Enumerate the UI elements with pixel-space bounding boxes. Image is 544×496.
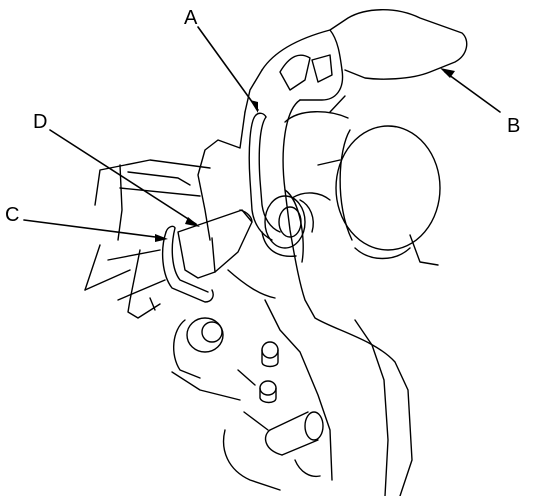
callout-label-d: D — [33, 111, 48, 133]
pedal-arm-main — [197, 99, 413, 496]
leader-c — [23, 219, 164, 239]
background-housing — [84, 159, 211, 301]
arrow-d — [185, 217, 200, 227]
bottom-cylinder — [222, 411, 324, 491]
callout-label-c: C — [5, 204, 20, 226]
arrow-c — [155, 234, 168, 242]
retaining-clip — [127, 225, 214, 319]
pivot-bushing — [261, 195, 314, 257]
background-cylinder — [284, 95, 441, 266]
callout-label-b: B — [507, 115, 521, 137]
leader-lines — [23, 26, 501, 242]
leader-a — [197, 26, 259, 111]
switch-cam — [177, 209, 253, 279]
arrow-b — [440, 68, 455, 78]
lower-hardware — [171, 317, 279, 404]
pedal-arm-top — [244, 9, 468, 113]
callout-label-a: A — [184, 7, 198, 29]
leader-b — [444, 71, 501, 113]
arrow-a — [250, 100, 258, 113]
leader-d — [49, 129, 197, 225]
